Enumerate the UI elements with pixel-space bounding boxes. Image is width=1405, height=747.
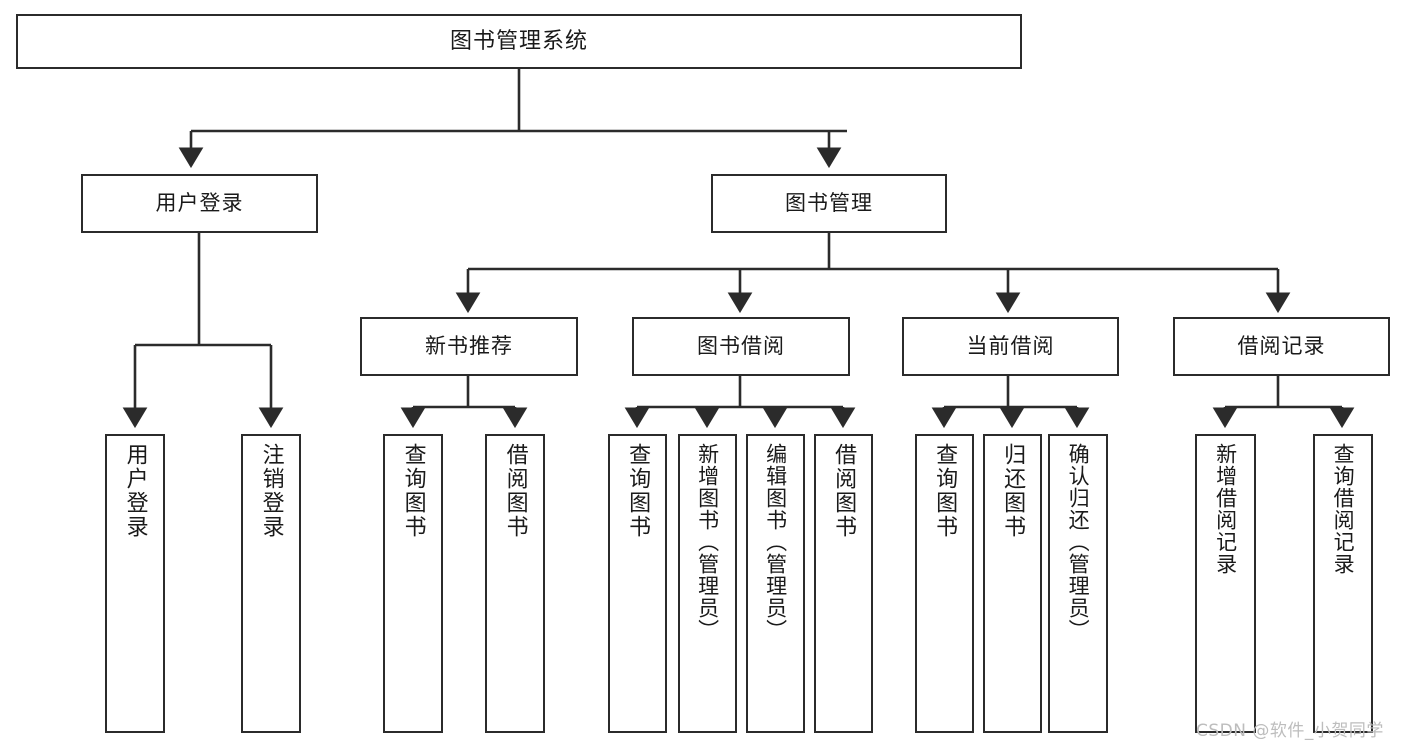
node-label: 查询图书 <box>400 443 426 539</box>
node-label: 图书借阅 <box>697 334 785 359</box>
leaf-query-book-recommend[interactable]: 查询图书 <box>383 434 443 733</box>
node-label: 借阅图书 <box>831 443 857 539</box>
node-label: 借阅记录 <box>1237 334 1326 359</box>
node-root-book-management-system[interactable]: 图书管理系统 <box>16 14 1022 69</box>
node-label: 当前借阅 <box>966 334 1055 359</box>
leaf-confirm-return-admin[interactable]: 确认归还（管理员） <box>1048 434 1108 733</box>
node-label: 编辑图书（管理员） <box>763 443 788 641</box>
leaf-borrow-book-borrow[interactable]: 借阅图书 <box>814 434 873 733</box>
leaf-borrow-book-recommend[interactable]: 借阅图书 <box>485 434 545 733</box>
leaf-add-borrow-record[interactable]: 新增借阅记录 <box>1195 434 1256 733</box>
node-label: 用户登录 <box>122 443 148 539</box>
node-label: 查询图书 <box>625 443 651 539</box>
csdn-watermark: CSDN @软件_小贺同学 <box>1196 721 1384 741</box>
node-label: 归还图书 <box>1000 443 1026 539</box>
node-current-borrow[interactable]: 当前借阅 <box>902 317 1119 376</box>
node-label: 图书管理系统 <box>449 28 588 54</box>
node-label: 图书管理 <box>785 191 873 216</box>
node-user-login[interactable]: 用户登录 <box>81 174 318 233</box>
leaf-user-login[interactable]: 用户登录 <box>105 434 165 733</box>
node-label: 借阅图书 <box>502 443 528 539</box>
leaf-return-book[interactable]: 归还图书 <box>983 434 1042 733</box>
node-label: 确认归还（管理员） <box>1066 443 1091 641</box>
node-label: 查询图书 <box>932 443 958 539</box>
leaf-query-borrow-record[interactable]: 查询借阅记录 <box>1313 434 1373 733</box>
node-label: 用户登录 <box>155 191 244 216</box>
leaf-query-book-current[interactable]: 查询图书 <box>915 434 974 733</box>
node-label: 新增借阅记录 <box>1213 443 1238 575</box>
leaf-query-book-borrow[interactable]: 查询图书 <box>608 434 667 733</box>
node-label: 查询借阅记录 <box>1331 443 1356 575</box>
leaf-edit-book-admin[interactable]: 编辑图书（管理员） <box>746 434 805 733</box>
leaf-add-book-admin[interactable]: 新增图书（管理员） <box>678 434 737 733</box>
node-new-book-recommend[interactable]: 新书推荐 <box>360 317 578 376</box>
node-book-management[interactable]: 图书管理 <box>711 174 947 233</box>
node-book-borrow[interactable]: 图书借阅 <box>632 317 850 376</box>
node-label: 新书推荐 <box>425 334 513 359</box>
leaf-logout-login[interactable]: 注销登录 <box>241 434 301 733</box>
node-label: 注销登录 <box>258 443 284 539</box>
node-label: 新增图书（管理员） <box>695 443 720 641</box>
node-borrow-record[interactable]: 借阅记录 <box>1173 317 1390 376</box>
